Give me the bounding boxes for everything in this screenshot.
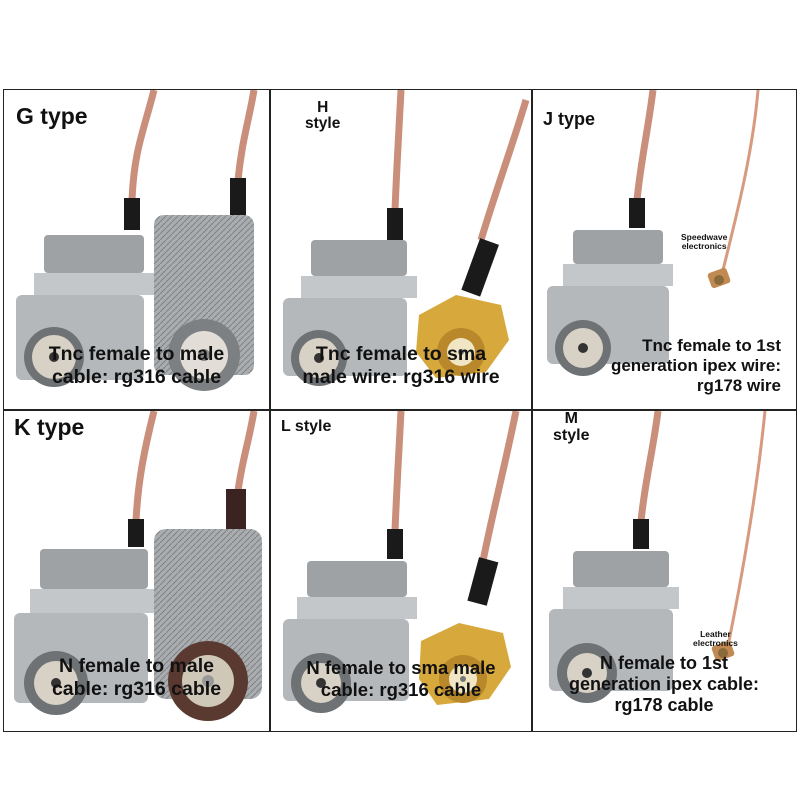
tnc-female-to-male-image — [16, 90, 258, 391]
product-caption: N female to 1st generation ipex cable: r… — [568, 653, 760, 716]
type-label: J type — [543, 109, 596, 129]
brand-label: Leather electronics — [693, 629, 738, 649]
divider — [4, 409, 796, 411]
divider — [269, 90, 271, 731]
product-caption: Tnc female to 1st generation ipex wire: … — [610, 336, 781, 396]
type-label: G type — [16, 103, 88, 129]
type-label: H style — [305, 99, 341, 133]
product-grid: G type Tnc female to male cable: rg316 c… — [3, 89, 797, 732]
n-female-to-ipex-image — [549, 411, 767, 703]
panel-g: G type Tnc female to male cable: rg316 c… — [4, 90, 269, 409]
tnc-female-to-sma-image — [283, 90, 530, 386]
product-caption: Tnc female to sma male wire: rg316 wire — [302, 343, 500, 388]
n-female-to-sma-image — [283, 411, 520, 713]
panel-h: H style Tnc female to sma male wire: rg3… — [271, 90, 531, 409]
n-female-to-male-image — [14, 411, 262, 721]
product-caption: N female to sma male cable: rg316 cable — [306, 657, 496, 700]
product-caption: Tnc female to male cable: rg316 cable — [48, 343, 225, 388]
divider — [531, 90, 533, 731]
tnc-female-to-ipex-image — [547, 90, 760, 376]
panel-k: K type N female to male cable: rg316 cab… — [4, 411, 269, 731]
type-label: L style — [281, 418, 332, 435]
brand-label: Speedwave electronics — [681, 232, 728, 252]
type-label: M style — [553, 411, 590, 444]
panel-m: Leather electronics M style N female to … — [533, 411, 795, 731]
type-label: K type — [14, 414, 85, 440]
panel-j: Speedwave electronics J type Tnc female … — [533, 90, 795, 409]
panel-l: L style N female to sma male cable: rg31… — [271, 411, 531, 731]
product-caption: N female to male cable: rg316 cable — [51, 655, 222, 700]
